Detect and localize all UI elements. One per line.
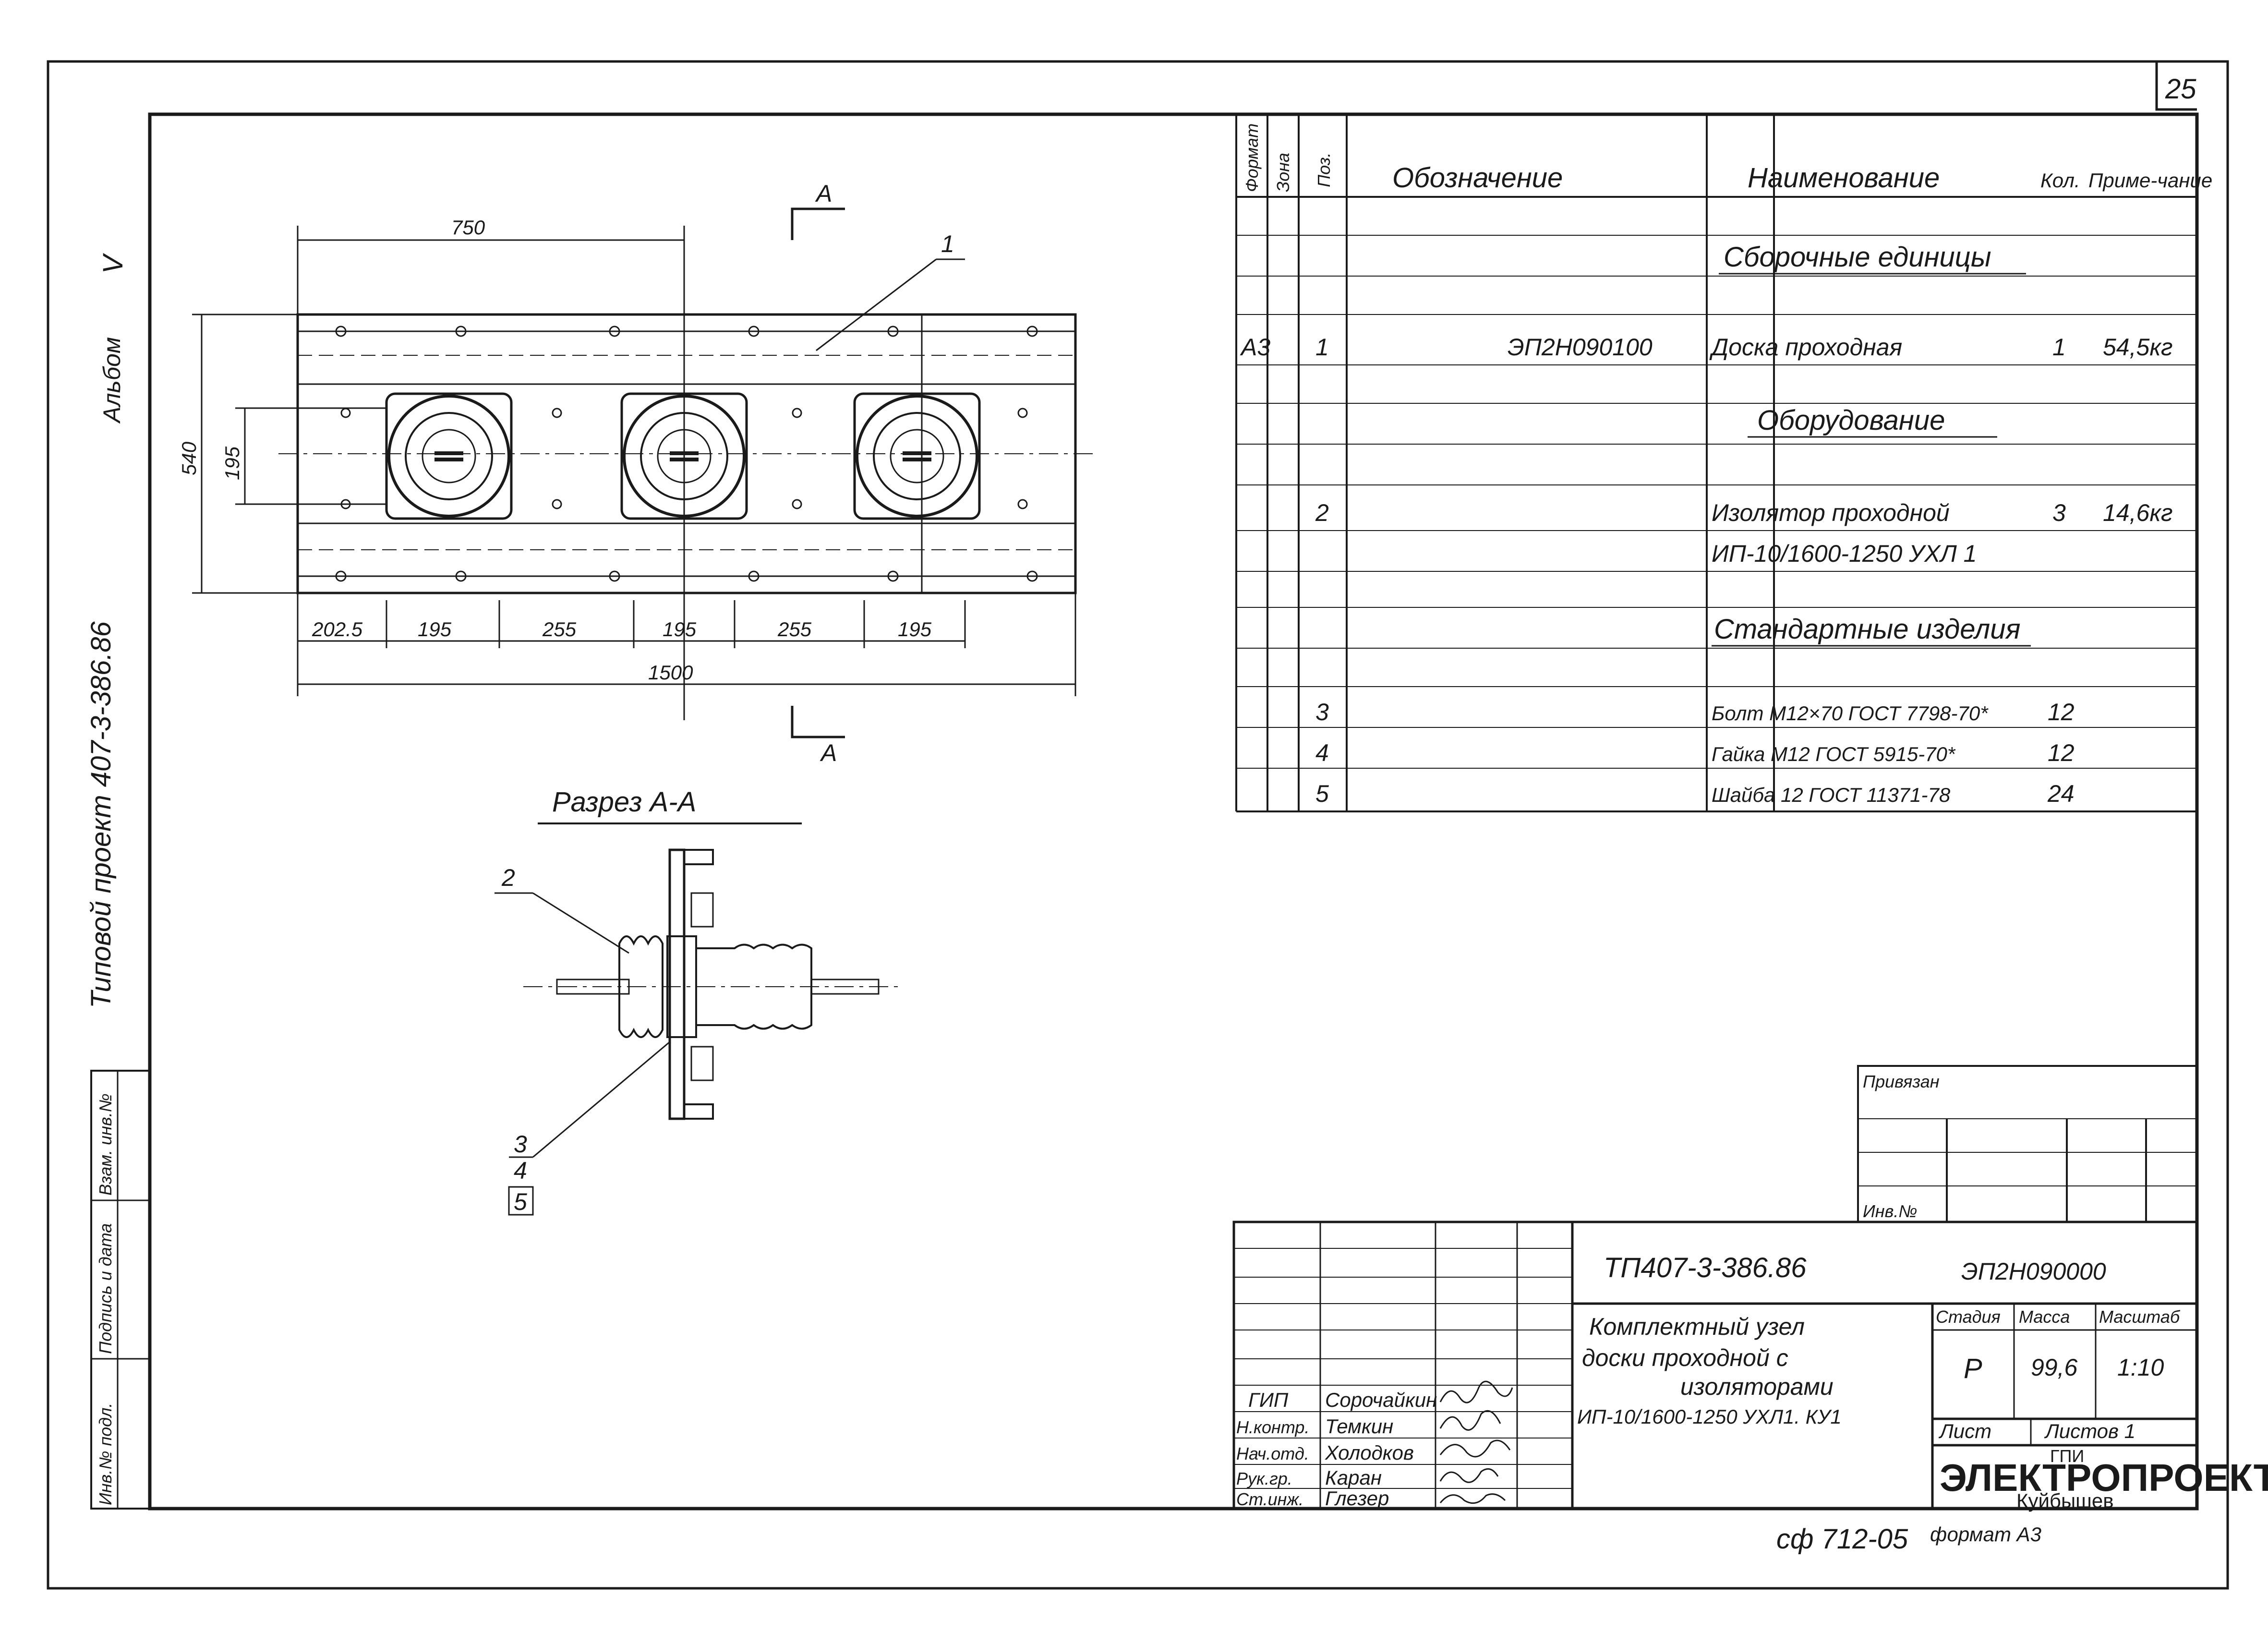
row2-name: Изолятор проходной <box>1712 499 1950 526</box>
org-name: ЭЛЕКТРОПРОЕКТ <box>1940 1456 2268 1499</box>
name-gip: Сорочайкин <box>1325 1389 1437 1411</box>
name-ruk-gr: Каран <box>1325 1466 1382 1489</box>
outer-frame <box>47 60 2229 1590</box>
stamp-vzam-inv: Взам. инв.№ <box>96 1093 115 1196</box>
role-nach-otd: Нач.отд. <box>1236 1444 1309 1463</box>
stamp-inv-podl: Инв.№ подл. <box>96 1403 115 1505</box>
dim-1500: 1500 <box>648 661 693 684</box>
callout-5: 5 <box>514 1188 527 1215</box>
name-st-inzh: Глезер <box>1325 1487 1389 1510</box>
org-city: Куйбышев <box>2016 1489 2114 1512</box>
row1-format: А3 <box>1240 334 1270 361</box>
callout-1: 1 <box>941 230 954 257</box>
header-format: Формат <box>1242 123 1262 192</box>
section-equipment: Оборудование <box>1757 405 1945 436</box>
row5-qty: 24 <box>2047 780 2075 807</box>
scale-label: Масштаб <box>2099 1307 2181 1327</box>
callout-4: 4 <box>514 1157 527 1184</box>
callout-2: 2 <box>501 864 515 891</box>
section-mark-bottom: А <box>820 739 837 766</box>
dim-195-vertical: 195 <box>221 446 243 480</box>
mass-label: Масса <box>2019 1307 2070 1327</box>
header-pos: Поз. <box>1314 153 1334 187</box>
dim-seg-202-5: 202.5 <box>312 618 363 641</box>
row2-name-cont: ИП-10/1600-1250 УХЛ 1 <box>1712 540 1977 567</box>
name-n-kontr: Темкин <box>1325 1415 1393 1438</box>
mass-value: 99,6 <box>2031 1354 2078 1381</box>
section-standard: Стандартные изделия <box>1714 614 2020 645</box>
title-line-3: изоляторами <box>1680 1373 1834 1400</box>
plan-view: 750 540 195 202.5 195 255 195 255 195 15… <box>178 180 1095 766</box>
album-label: Альбом <box>98 337 125 424</box>
row4-name: Гайка М12 ГОСТ 5915-70* <box>1712 743 1956 765</box>
spec-table: Формат Зона Поз. Обозначение Наименовани… <box>1235 114 2212 812</box>
sheet-label: Лист <box>1938 1420 1991 1442</box>
row1-qty: 1 <box>2052 334 2066 361</box>
header-note: Приме-чание <box>2088 169 2212 192</box>
dim-750: 750 <box>451 216 485 239</box>
row3-qty: 12 <box>2048 699 2075 725</box>
format-label: формат А3 <box>1930 1523 2041 1546</box>
project-code: ТП407-3-386.86 <box>1604 1252 1807 1283</box>
dim-seg-195-b: 195 <box>663 618 697 641</box>
row1-pos: 1 <box>1315 334 1329 361</box>
role-ruk-gr: Рук.гр. <box>1236 1469 1292 1488</box>
stage-value: Р <box>1964 1353 1982 1384</box>
copy-code: сф 712-05 <box>1776 1523 1908 1555</box>
header-designation: Обозначение <box>1392 162 1563 193</box>
section-view: Разрез А-А 2 3 4 5 <box>495 786 903 1216</box>
header-zone: Зона <box>1273 153 1293 192</box>
album-roman: V <box>97 253 129 274</box>
row3-pos: 3 <box>1315 699 1329 725</box>
section-assembly: Сборочные единицы <box>1724 242 1991 273</box>
stage-label: Стадия <box>1936 1307 2001 1327</box>
org-small: ГПИ <box>2050 1446 2084 1466</box>
row5-pos: 5 <box>1315 780 1329 807</box>
row2-qty: 3 <box>2052 499 2066 526</box>
role-st-inzh: Ст.инж. <box>1236 1489 1303 1509</box>
scale-value: 1:10 <box>2117 1354 2164 1381</box>
role-n-kontr: Н.контр. <box>1236 1417 1309 1437</box>
section-mark-top: А <box>815 180 832 207</box>
linked-label: Привязан <box>1863 1072 1940 1091</box>
page-number: 25 <box>2165 73 2196 105</box>
title-block: ТП407-3-386.86 ЭП2Н090000 Комплектный уз… <box>1232 1221 2268 1512</box>
row3-name: Болт М12×70 ГОСТ 7798-70* <box>1712 702 1989 725</box>
side-stamp: Инв.№ подл. Подпись и дата Взам. инв.№ <box>90 1070 151 1510</box>
dim-seg-195-a: 195 <box>418 618 452 641</box>
name-nach-otd: Холодков <box>1325 1441 1414 1464</box>
stamp-sign-date: Подпись и дата <box>96 1223 115 1354</box>
title-line-4: ИП-10/1600-1250 УХЛ1. КУ1 <box>1577 1405 1842 1428</box>
header-name: Наименование <box>1748 162 1940 193</box>
dim-seg-195-c: 195 <box>898 618 932 641</box>
section-title: Разрез А-А <box>552 786 696 818</box>
project-label: Типовой проект 407-3-386.86 <box>85 621 117 1008</box>
dim-540: 540 <box>178 441 200 475</box>
callout-3: 3 <box>514 1131 527 1158</box>
title-line-1: Комплектный узел <box>1589 1313 1805 1340</box>
binding-box: Привязан Инв.№ <box>1857 1065 2198 1223</box>
page-number-box <box>2155 61 2197 111</box>
row2-pos: 2 <box>1315 499 1329 526</box>
row1-note: 54,5кг <box>2103 334 2173 361</box>
row5-name: Шайба 12 ГОСТ 11371-78 <box>1712 784 1951 806</box>
dim-seg-255-b: 255 <box>777 618 812 641</box>
role-gip: ГИП <box>1248 1389 1289 1411</box>
row1-designation: ЭП2Н090100 <box>1508 334 1653 361</box>
header-qty: Кол. <box>2040 169 2080 192</box>
row1-name: Доска проходная <box>1709 334 1902 361</box>
row4-qty: 12 <box>2048 739 2075 766</box>
row2-note: 14,6кг <box>2103 499 2173 526</box>
sheets-label: Листов 1 <box>2044 1420 2135 1442</box>
signatures <box>1439 1380 1513 1504</box>
doc-code: ЭП2Н090000 <box>1961 1258 2106 1285</box>
row4-pos: 4 <box>1315 739 1329 766</box>
inv-label: Инв.№ <box>1863 1201 1917 1221</box>
title-line-2: доски проходной с <box>1582 1344 1788 1371</box>
dim-seg-255-a: 255 <box>542 618 577 641</box>
